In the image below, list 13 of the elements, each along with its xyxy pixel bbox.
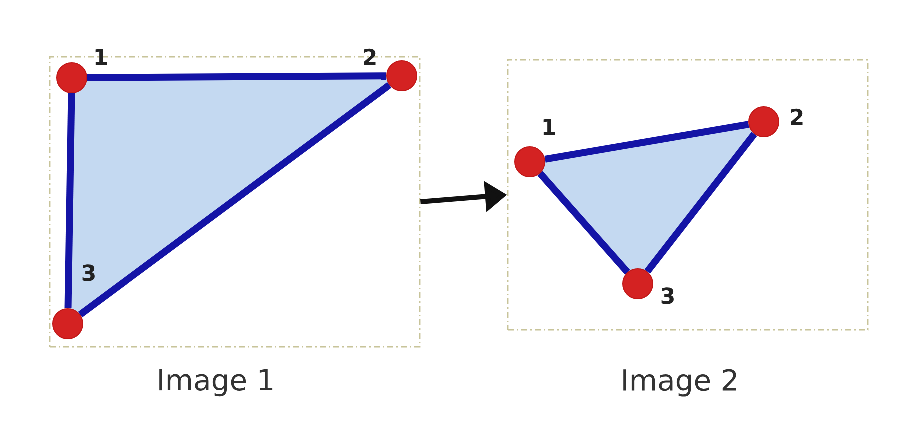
triangle-side <box>644 132 758 274</box>
vertex-number: 3 <box>82 264 95 282</box>
vertex-number: 3 <box>662 288 674 304</box>
triangle-side <box>64 93 76 309</box>
vertex-number: 1 <box>544 118 556 136</box>
vertex-number: 2 <box>791 108 803 126</box>
vertex-number: 2 <box>364 48 376 66</box>
triangle-side <box>544 121 750 163</box>
image-caption: Image 2 <box>624 369 736 397</box>
triangle-side <box>538 171 630 275</box>
triangle-side <box>87 72 387 82</box>
image-caption: Image 1 <box>160 369 273 397</box>
vertex-number: 1 <box>96 48 108 66</box>
